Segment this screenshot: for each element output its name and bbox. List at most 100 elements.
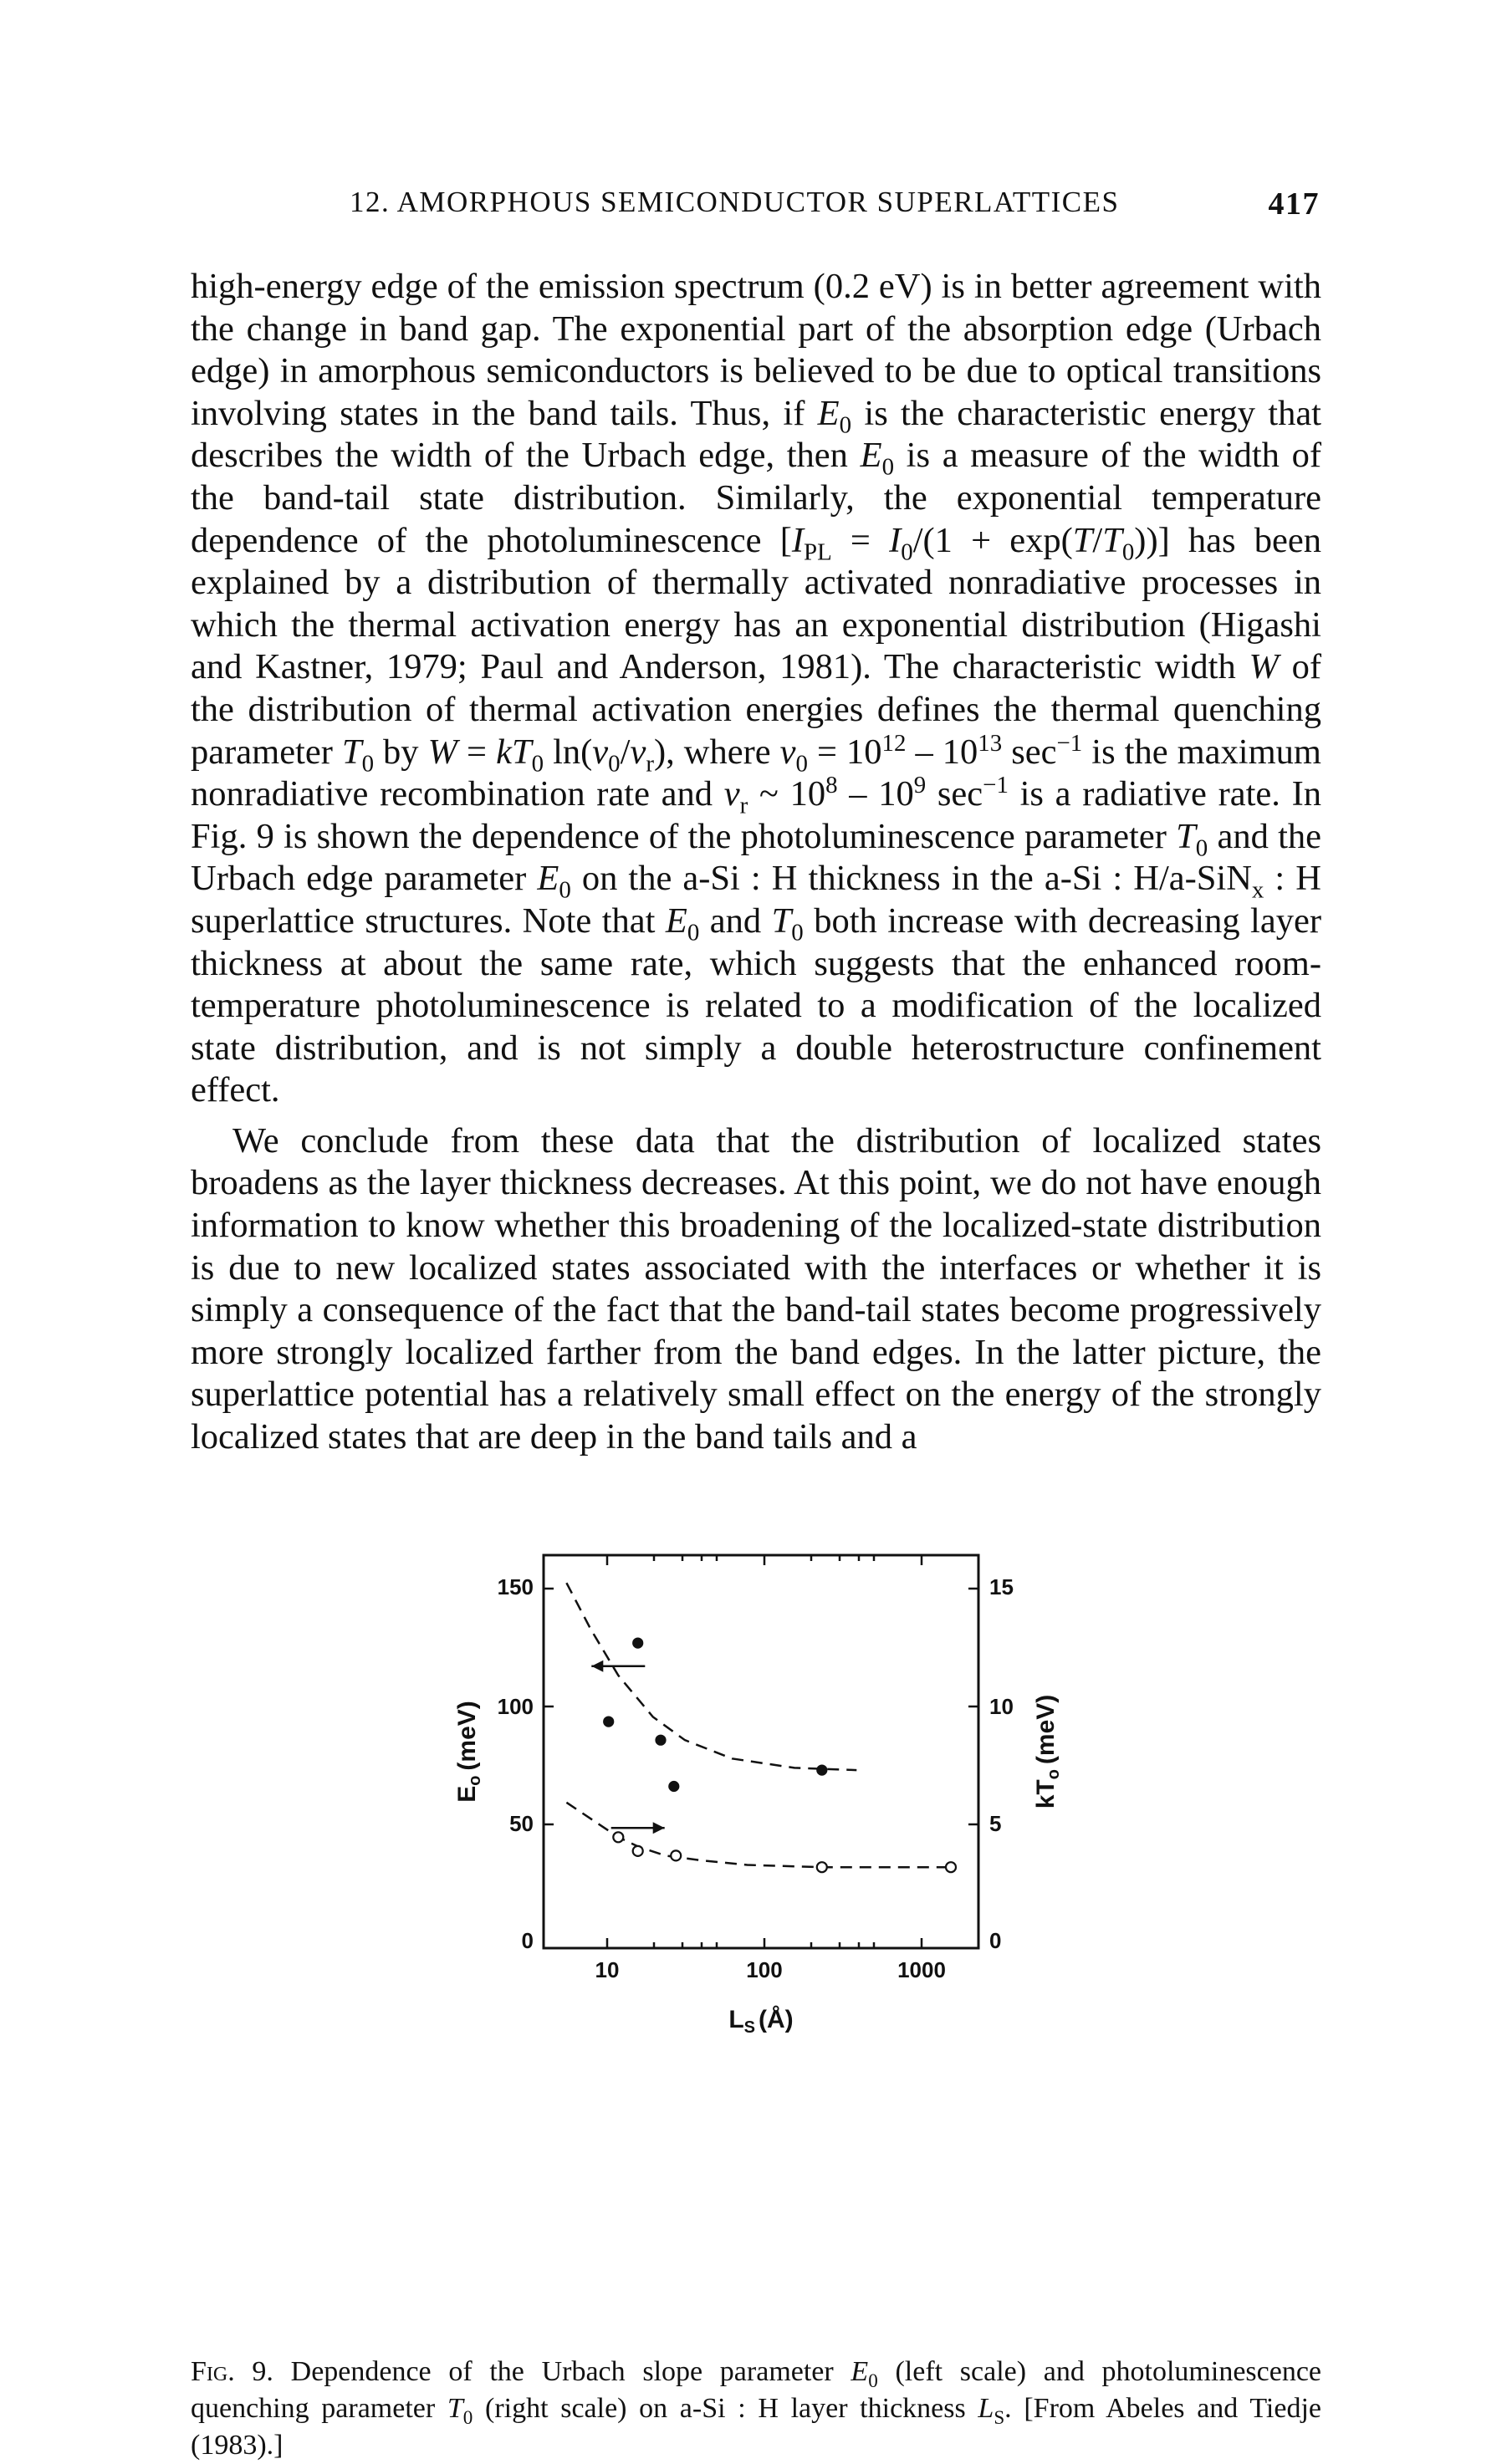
superscript: −1 xyxy=(983,771,1009,798)
subscript: 0 xyxy=(361,750,375,778)
xlabel-sub: S xyxy=(744,2018,755,2037)
right-tick-label: 5 xyxy=(989,1811,1001,1836)
x-tick-label: 100 xyxy=(746,1957,782,1982)
left-ylabel-sub: o xyxy=(466,1776,484,1786)
symbol-ipl: I xyxy=(791,520,805,560)
symbol-t0: T xyxy=(341,732,362,772)
superscript: 8 xyxy=(825,771,838,798)
right-ylabel-symbol: kT xyxy=(1032,1779,1060,1808)
x-tick-label: 10 xyxy=(595,1957,620,1982)
running-title: 12. AMORPHOUS SEMICONDUCTOR SUPERLATTICE… xyxy=(350,186,1120,218)
symbol-t0: T xyxy=(771,900,792,941)
svg-text:kTo(meV): kTo (meV) xyxy=(1032,1695,1063,1809)
text-run: sec xyxy=(926,774,983,814)
text-run: high-energy edge of the emission spectru… xyxy=(191,267,1321,433)
x-axis-ticks: 10 100 1000 xyxy=(595,1957,946,1982)
body-text: high-energy edge of the emission spectru… xyxy=(191,266,1321,1459)
caption-text: (right scale) on a-Si : H layer thicknes… xyxy=(473,2393,978,2424)
subscript: 0 xyxy=(868,2370,878,2392)
left-tick-label: 150 xyxy=(498,1574,534,1599)
right-ylabel-unit: (meV) xyxy=(1032,1695,1060,1764)
x-axis-label: LS(Å) xyxy=(728,2006,793,2037)
superscript: 9 xyxy=(913,771,927,798)
symbol-t0: T xyxy=(1176,816,1196,856)
text-run: ))] has been explained by a distribution… xyxy=(191,520,1321,687)
subscript: 0 xyxy=(462,2406,473,2429)
subscript: 0 xyxy=(839,411,852,439)
subscript: 0 xyxy=(791,919,804,946)
text-run: and the Urbach edge parameter xyxy=(191,816,1321,899)
subscript: 0 xyxy=(1195,834,1208,862)
data-point-kt0 xyxy=(944,1861,958,1874)
figure-9: 150 100 50 0 15 10 5 0 10 100 1000 xyxy=(418,1522,1087,2324)
left-tick-label: 100 xyxy=(498,1694,534,1719)
subscript: 0 xyxy=(901,538,913,566)
superscript: 13 xyxy=(978,729,1003,757)
figure-9-chart: 150 100 50 0 15 10 5 0 10 100 1000 xyxy=(453,1553,1063,2037)
subscript: 0 xyxy=(608,750,621,778)
arrow-icon xyxy=(610,1822,665,1834)
right-ylabel-sub: o xyxy=(1045,1769,1063,1779)
xlabel-unit: (Å) xyxy=(759,2006,794,2033)
subscript: 0 xyxy=(795,750,808,778)
symbol-t0: T xyxy=(1102,520,1122,560)
plot-frame xyxy=(542,1553,980,1950)
svg-text:Eo(meV): Eo (meV) xyxy=(453,1701,484,1803)
text-run: is a radiative rate. In Fig. 9 is shown … xyxy=(191,774,1321,856)
text-run: is a measure of the width of the band-ta… xyxy=(191,436,1321,560)
symbol-e0: E xyxy=(860,436,882,476)
text-run: ln( xyxy=(544,732,593,772)
symbol-ls: L xyxy=(978,2393,994,2424)
text-run: by xyxy=(374,732,428,772)
page-number: 417 xyxy=(1268,186,1320,222)
symbol-nur: ν xyxy=(630,732,646,772)
data-point-kt0 xyxy=(612,1831,625,1844)
data-point-e0 xyxy=(668,1780,680,1793)
left-ylabel-symbol: E xyxy=(453,1786,481,1803)
subscript: 0 xyxy=(881,453,895,481)
subscript: S xyxy=(994,2406,1005,2429)
text-run: / xyxy=(620,732,631,772)
symbol-nu0: ν xyxy=(592,732,609,772)
fit-curve-right xyxy=(565,1801,951,1869)
text-run: is the maximum nonradiative recombinatio… xyxy=(191,732,1321,814)
text-run: = xyxy=(457,732,497,772)
subscript: 0 xyxy=(531,750,544,778)
subscript: PL xyxy=(804,538,832,566)
left-axis-label: Eo (meV) xyxy=(453,1701,484,1803)
superscript: −1 xyxy=(1056,729,1083,757)
symbol-t: T xyxy=(1072,520,1093,560)
subscript: 0 xyxy=(1121,538,1135,566)
caption-text: Dependence of the Urbach slope parameter xyxy=(273,2356,851,2387)
text-run: ~ 10 xyxy=(748,774,826,814)
data-point-kt0 xyxy=(631,1844,644,1857)
symbol-e0: E xyxy=(665,900,687,941)
text-run: sec xyxy=(1002,732,1057,772)
symbol-nu0: ν xyxy=(779,732,796,772)
right-tick-label: 0 xyxy=(989,1928,1001,1953)
xlabel-symbol: L xyxy=(728,2006,743,2033)
running-header: 12. AMORPHOUS SEMICONDUCTOR SUPERLATTICE… xyxy=(350,186,1320,227)
left-ylabel-unit: (meV) xyxy=(453,1701,481,1770)
paragraph-1: high-energy edge of the emission spectru… xyxy=(191,266,1321,1112)
data-point-e0 xyxy=(655,1734,667,1746)
caption-label: Fig. 9. xyxy=(191,2356,273,2387)
text-run: of the distribution of thermal activatio… xyxy=(191,647,1321,772)
data-point-e0 xyxy=(816,1764,828,1776)
left-tick-label: 0 xyxy=(522,1928,534,1953)
text-run: on the a-Si : H thickness in the a-Si : … xyxy=(570,859,1252,899)
left-axis-ticks: 150 100 50 0 xyxy=(498,1574,534,1953)
left-tick-label: 50 xyxy=(509,1811,534,1836)
text-run: /(1 + exp( xyxy=(912,520,1073,560)
text-run: / xyxy=(1092,520,1103,560)
symbol-w: W xyxy=(1249,647,1279,687)
symbol-i0: I xyxy=(889,520,902,560)
symbol-e0: E xyxy=(851,2356,869,2387)
right-tick-label: 10 xyxy=(989,1694,1014,1719)
data-layer xyxy=(565,1582,958,1874)
text-run: both increase with decreasing layer thic… xyxy=(191,900,1321,1110)
symbol-t0: T xyxy=(447,2393,463,2424)
fit-curve-left xyxy=(565,1582,857,1772)
symbol-w: W xyxy=(427,732,458,772)
x-tick-label: 1000 xyxy=(897,1957,946,1982)
